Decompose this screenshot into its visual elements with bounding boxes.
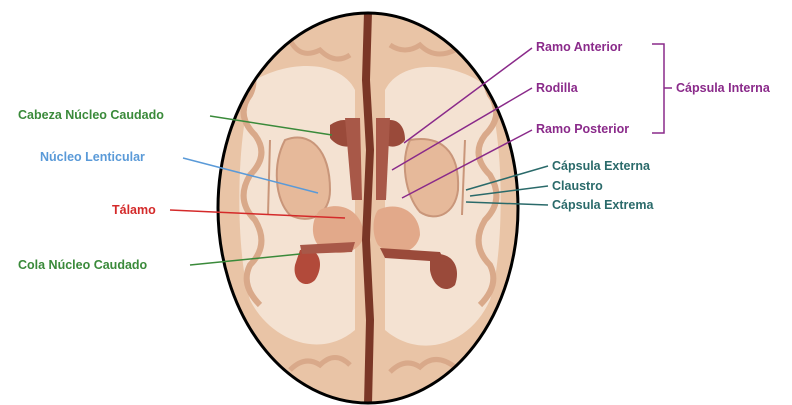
label-ramo-posterior: Ramo Posterior xyxy=(536,122,629,136)
label-capsula-extrema: Cápsula Extrema xyxy=(552,198,653,212)
label-cabeza-nucleo-caudado: Cabeza Núcleo Caudado xyxy=(18,108,164,122)
label-capsula-externa: Cápsula Externa xyxy=(552,159,650,173)
label-ramo-anterior: Ramo Anterior xyxy=(536,40,622,54)
label-cola-nucleo-caudado: Cola Núcleo Caudado xyxy=(18,258,147,272)
label-nucleo-lenticular: Núcleo Lenticular xyxy=(40,150,145,164)
brain-section xyxy=(210,8,530,405)
label-talamo: Tálamo xyxy=(112,203,156,217)
label-capsula-interna: Cápsula Interna xyxy=(676,81,770,95)
label-rodilla: Rodilla xyxy=(536,81,578,95)
capsula-interna-bracket xyxy=(652,44,672,133)
label-claustro: Claustro xyxy=(552,179,603,193)
